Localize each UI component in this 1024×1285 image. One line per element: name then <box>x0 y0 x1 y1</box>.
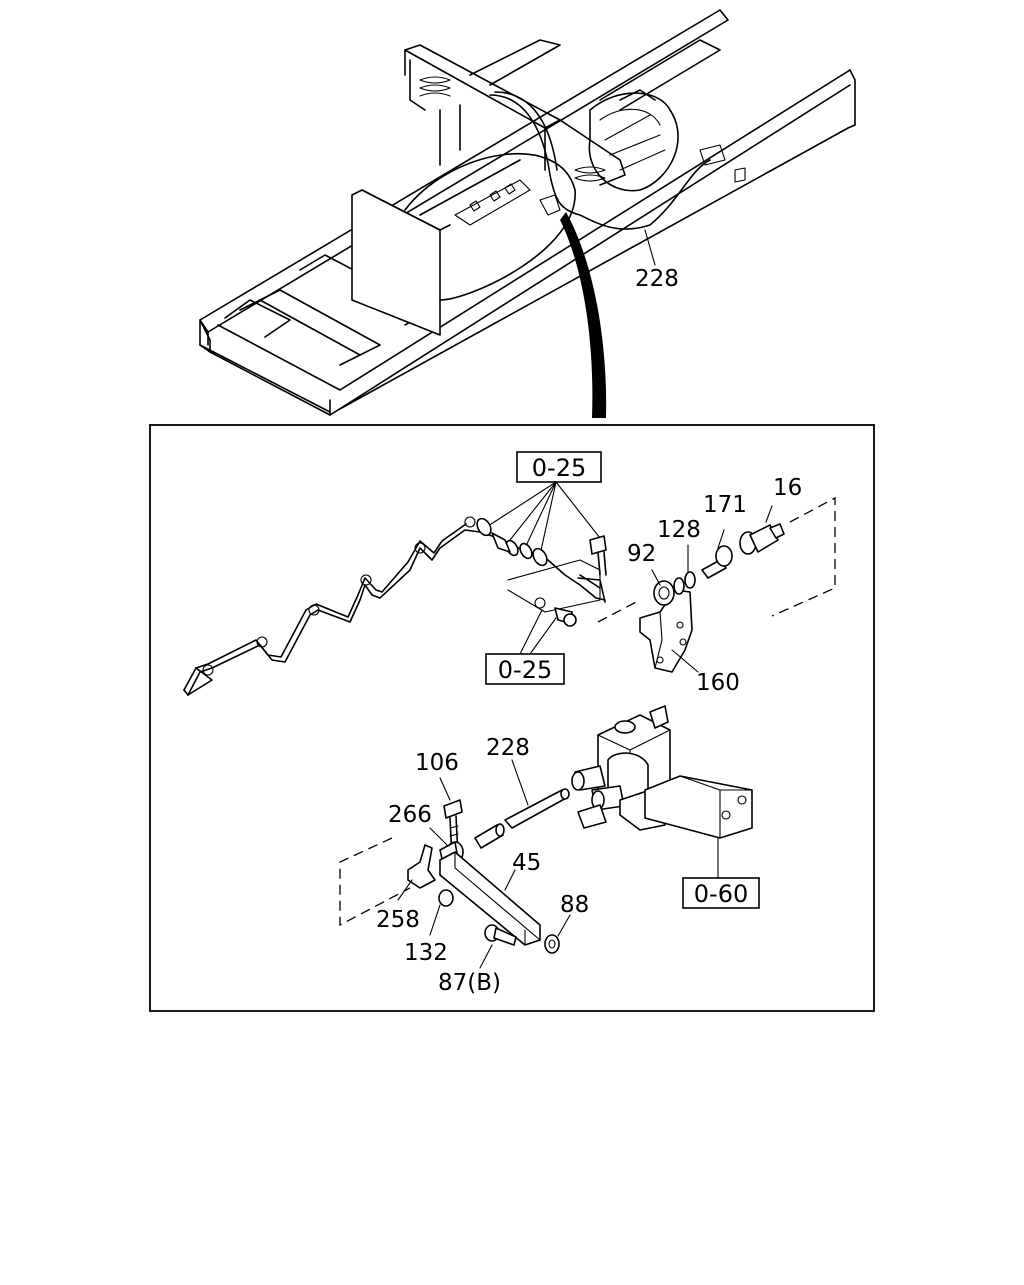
reference-leaders-mid <box>519 609 557 655</box>
callout-160: 160 <box>696 670 740 696</box>
callout-92: 92 <box>627 541 656 567</box>
bolt-87b <box>479 924 517 969</box>
callout-132: 132 <box>404 940 448 966</box>
reference-box-mid: 0-25 <box>485 653 565 685</box>
nut-132 <box>429 889 454 936</box>
connector-dash-1 <box>597 599 641 623</box>
pipe-228-segment <box>504 759 570 829</box>
callout-228-mid: 228 <box>486 735 530 761</box>
reference-leaders-top <box>484 481 601 556</box>
callout-16: 16 <box>773 475 802 501</box>
callout-45: 45 <box>512 850 541 876</box>
callout-171: 171 <box>703 492 747 518</box>
bracket-258 <box>397 844 436 901</box>
callout-228-top: 228 <box>635 266 679 292</box>
reference-label-mid: 0-25 <box>498 656 552 684</box>
fitting-16 <box>739 505 785 555</box>
callout-266: 266 <box>388 802 432 828</box>
reference-label-bottom: 0-60 <box>694 880 748 908</box>
valve-mount-plate <box>644 775 753 879</box>
connector-171 <box>701 529 733 579</box>
nut-92 <box>651 569 675 606</box>
callout-258: 258 <box>376 907 420 933</box>
callout-106: 106 <box>415 750 459 776</box>
bracket-45 <box>439 851 541 946</box>
chassis-frame-illustration <box>199 9 856 418</box>
banjo-bolt-washers <box>476 517 607 627</box>
sleeve <box>474 823 505 849</box>
connector-dash-2 <box>771 496 836 617</box>
reference-box-top: 0-25 <box>516 451 602 483</box>
callout-128: 128 <box>657 517 701 543</box>
callout-87b: 87(B) <box>438 970 501 996</box>
callout-88: 88 <box>560 892 589 918</box>
washer-128 <box>673 544 696 595</box>
reference-box-bottom: 0-60 <box>682 877 760 909</box>
connector-dash-3 <box>339 837 411 927</box>
valve-body <box>571 705 671 831</box>
detail-view-frame <box>149 424 875 1012</box>
reference-label-top: 0-25 <box>532 454 586 482</box>
nut-88 <box>544 914 571 954</box>
